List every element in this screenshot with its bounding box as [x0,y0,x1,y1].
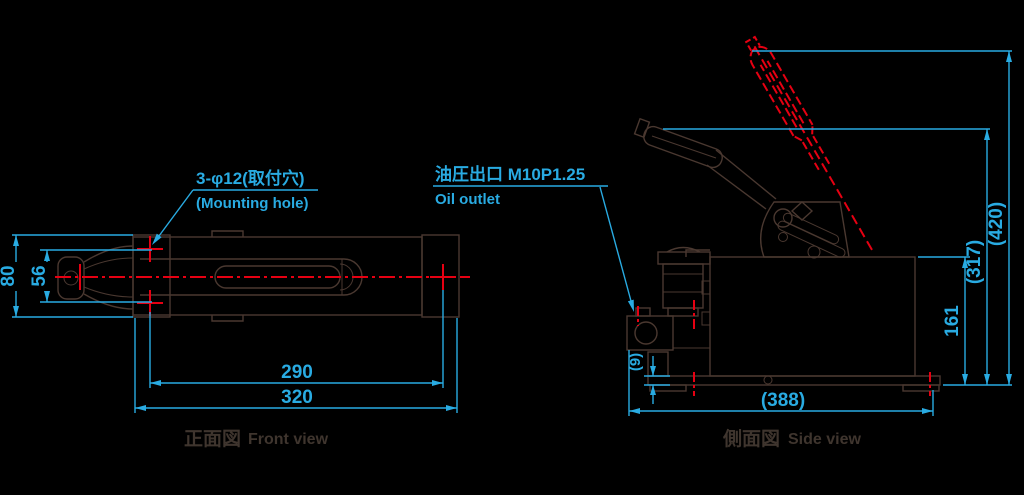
side-view-handle-raised-phantom [744,35,873,251]
front-view-centerlines [55,236,470,316]
side-view-dimensions: 161 (317) (420) (388) (9) [627,50,1012,416]
side-view-outline [626,117,941,392]
side-view-title-jp: 側面図 [722,428,780,450]
side-view-centerlines [637,300,931,396]
dim-side-overall-length: (388) [761,390,805,411]
front-view-title-en: Front view [248,431,329,448]
mounting-hole-label-en: (Mounting hole) [196,195,308,212]
mounting-hole-label-jp: 3-φ12(取付穴) [196,168,305,188]
dim-front-hole-pitch: 290 [281,362,313,383]
front-view-dimensions: 80 56 290 320 [0,234,458,413]
dim-side-handle-height: (317) [964,240,985,284]
oil-outlet-label-en: Oil outlet [435,191,500,208]
dim-side-base-thickness: (9) [627,353,644,371]
mounting-hole-leader-arrow [152,233,162,245]
dim-front-hole-spacing: 56 [29,265,50,286]
oil-outlet-leader-arrow [627,299,634,312]
front-view-title-jp: 正面図 [184,428,241,450]
view-titles: 正面図 Front view 側面図 Side view [184,428,861,450]
dim-front-height-outer: 80 [0,265,19,286]
dim-side-body-height: 161 [942,305,963,337]
mounting-hole-callout: 3-φ12(取付穴) (Mounting hole) [152,168,318,245]
oil-outlet-callout: 油圧出口 M10P1.25 Oil outlet [433,164,634,312]
dim-front-overall-width: 320 [281,387,313,408]
side-view-title-en: Side view [788,431,861,448]
oil-outlet-label-jp: 油圧出口 M10P1.25 [435,164,585,184]
dim-side-overall-height: (420) [986,202,1007,246]
